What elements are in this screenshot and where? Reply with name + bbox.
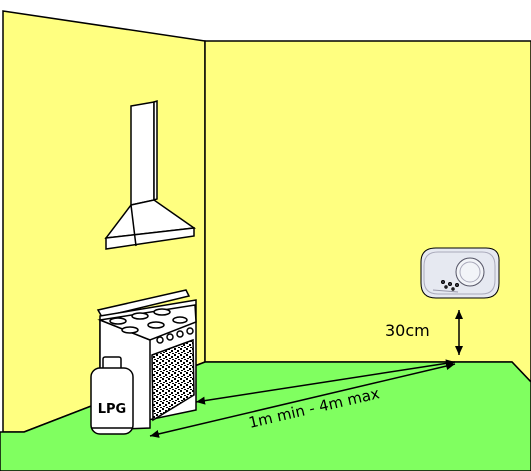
lpg-label: LPG — [98, 402, 126, 417]
lpg-cylinder — [90, 356, 134, 435]
distance-arrow-max — [149, 362, 456, 438]
back-wall — [204, 40, 531, 384]
extractor-hood — [104, 99, 197, 250]
height-label: 30cm — [385, 321, 430, 340]
gas-detector — [420, 247, 500, 299]
